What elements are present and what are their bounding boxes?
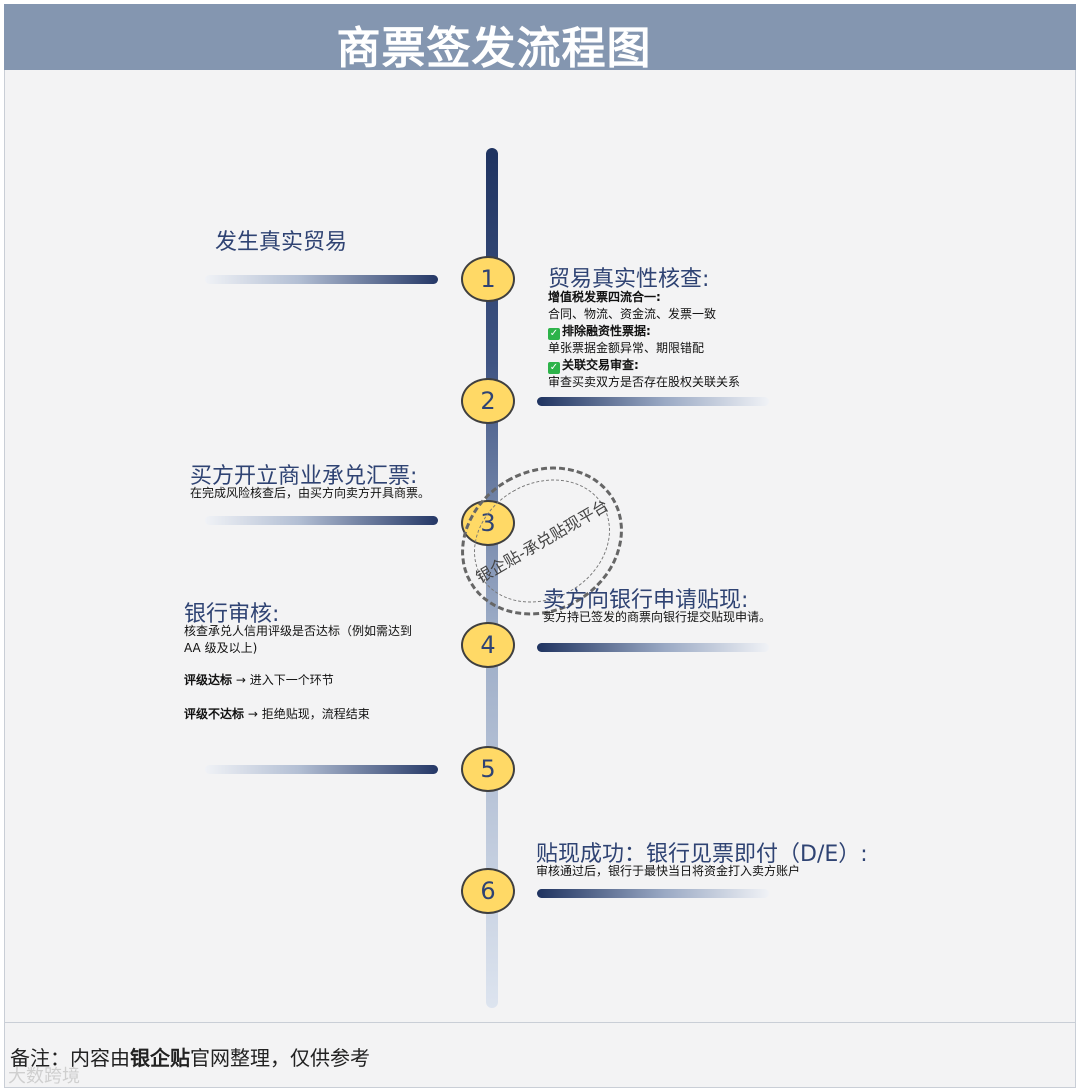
bank-review-text: 核查承兑人信用评级是否达标（例如需达到 AA 级及以上) [184, 623, 412, 657]
bank-review-fail: 评级不达标 → 拒绝贴现，流程结束 [184, 706, 370, 723]
step-bank-review-heading: 银行审核: [184, 602, 280, 627]
step-discount-apply-text: 卖方持已签发的商票向银行提交贴现申请。 [543, 610, 772, 624]
verify-item-1: 增值税发票四流合一: 合同、物流、资金流、发票一致 ✓排除融资性票据: 单张票据… [548, 289, 740, 391]
pass-text: 进入下一个环节 [249, 673, 334, 687]
step-node-6: 6 [461, 868, 515, 914]
bank-review-text-line-2: AA 级及以上) [184, 641, 258, 655]
connector-bar [205, 275, 438, 284]
title-bar: 商票签发流程图 [4, 4, 1076, 74]
footer-brand: 银企贴 [130, 1046, 190, 1070]
step-verify-heading: 贸易真实性核查: [548, 267, 710, 292]
fail-text: 拒绝贴现，流程结束 [261, 707, 370, 721]
step-discount-apply-heading: 卖方向银行申请贴现: [543, 588, 749, 613]
connector-bar [205, 765, 438, 774]
step-success-text: 审核通过后，银行于最快当日将资金打入卖方账户 [536, 864, 801, 878]
step-node-4: 4 [461, 622, 515, 668]
watermark: 大数跨境 [8, 1066, 80, 1087]
connector-bar [537, 397, 769, 406]
step-node-2: 2 [461, 378, 515, 424]
verify-item-2-title: 排除融资性票据: [562, 324, 651, 338]
step-issue-text: 在完成风险核查后，由买方向卖方开具商票。 [190, 486, 431, 500]
bank-review-text-line-1: 核查承兑人信用评级是否达标（例如需达到 [184, 624, 413, 638]
connector-bar [205, 516, 438, 525]
arrow-right-icon: → [247, 707, 258, 721]
connector-bar [537, 643, 769, 652]
verify-item-1-title: 增值税发票四流合一: [548, 290, 661, 304]
step-success-heading: 贴现成功：银行见票即付（D/E）: [536, 842, 868, 867]
footer-note: 备注：内容由银企贴官网整理，仅供参考 [10, 1042, 370, 1071]
pass-label: 评级达标 [184, 673, 233, 687]
step-node-5: 5 [461, 746, 515, 792]
arrow-right-icon: → [235, 673, 246, 687]
footer-prefix: 备注：内容由 [10, 1046, 130, 1070]
verify-item-1-text: 合同、物流、资金流、发票一致 [548, 307, 717, 321]
page-frame [4, 4, 1076, 1088]
bank-review-pass: 评级达标 → 进入下一个环节 [184, 672, 334, 689]
check-icon: ✓ [548, 362, 560, 374]
verify-item-3-text: 审查买卖双方是否存在股权关联关系 [548, 375, 741, 389]
page-title: 商票签发流程图 [336, 23, 652, 74]
check-icon: ✓ [548, 328, 560, 340]
verify-item-3-title: 关联交易审查: [562, 358, 639, 372]
fail-label: 评级不达标 [184, 707, 245, 721]
verify-item-2-text: 单张票据金额异常、期限错配 [548, 341, 705, 355]
connector-bar [537, 889, 769, 898]
timeline-line [486, 148, 498, 1008]
step-node-3: 3 [461, 500, 515, 546]
step-trade-heading: 发生真实贸易 [215, 230, 348, 255]
footer-divider [4, 1022, 1076, 1023]
step-issue-heading: 买方开立商业承兑汇票: [190, 464, 418, 489]
step-node-1: 1 [461, 256, 515, 302]
footer-suffix: 官网整理，仅供参考 [190, 1046, 370, 1070]
